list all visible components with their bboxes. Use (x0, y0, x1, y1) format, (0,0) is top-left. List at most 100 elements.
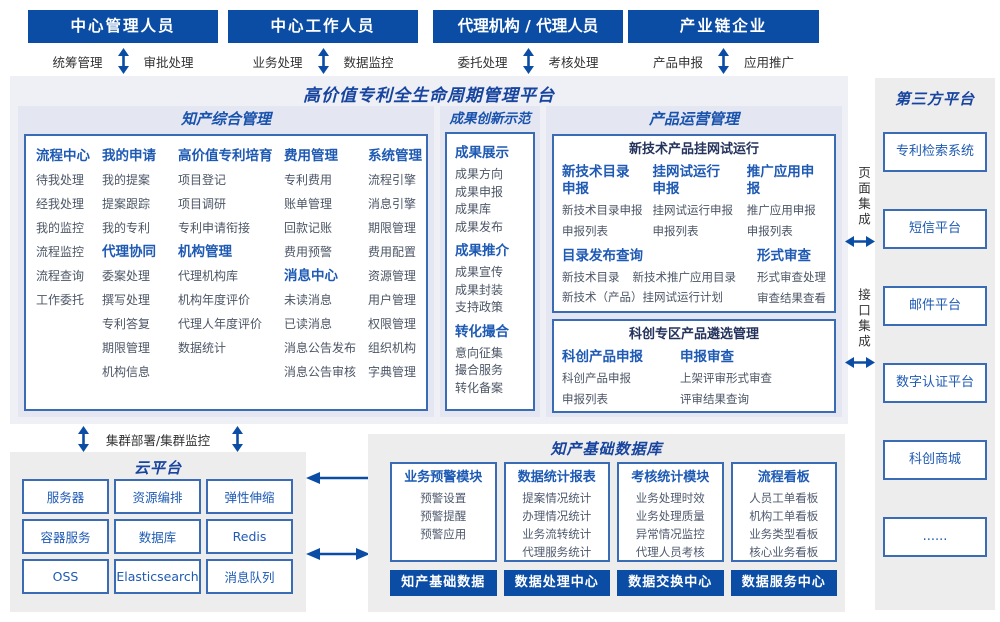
db-module-box: 流程看板 人员工单看板机构工单看板业务类型看板核心业务看板 (730, 462, 837, 562)
menu-item: 我的提案 (102, 173, 151, 187)
third-party-box: 科创商城 (883, 440, 987, 480)
actor-role-label: 考核处理 (548, 54, 599, 70)
menu-item: 形式审查处理 (757, 270, 826, 284)
double-arrow-vertical-icon (317, 48, 329, 74)
actor-card-center-managers: 中心管理人员 统筹管理 审批处理 (28, 10, 218, 76)
trial-run-box: 新技术产品挂网试运行 新技术目录 申报 新技术目录申报申报列表 挂网试运行 申报… (552, 134, 836, 313)
db-module: 业务预警模块 预警设置预警提醒预警应用 知产基础数据 (390, 462, 497, 596)
menu-item: 成果宣传 (455, 265, 504, 279)
panel-product-operation: 产品运营管理 新技术产品挂网试运行 新技术目录 申报 新技术目录申报申报列表 挂… (546, 106, 842, 417)
menu-item: 提案跟踪 (102, 197, 151, 211)
menu-item: 消息公告发布 (284, 341, 357, 355)
menu-item: 科创产品申报 (562, 371, 631, 385)
menu-group: 意向征集撮合服务转化备案 (455, 345, 533, 398)
menu-group-header: 目录发布查询 (562, 248, 643, 264)
panel-title: 知产基础数据库 (550, 440, 663, 458)
menu-column: 高价值专利培育项目登记项目调研专利申请衔接机构管理代理机构库机构年度评价代理人年… (178, 144, 284, 409)
menu-group: 新技术目录申报申报列表 (562, 200, 653, 242)
menu-item: 未读消息 (284, 293, 333, 307)
menu-item: 业务处理质量 (635, 509, 705, 523)
menu-group-header: 高价值专利培育 (178, 148, 273, 164)
platform-title: 高价值专利全生命周期管理平台 (303, 86, 555, 106)
menu-group-header: 形式审查 (757, 248, 811, 264)
actor-role-label: 统筹管理 (52, 54, 103, 70)
menu-item: 账单管理 (284, 197, 333, 211)
menu-item: 机构信息 (102, 365, 151, 379)
third-party-list: 专利检索系统短信平台邮件平台数字认证平台科创商城...... (883, 132, 987, 557)
menu-list: 成果展示 成果方向成果申报成果库成果发布 成果推介 成果宣传成果封装支持政策 转… (445, 132, 535, 411)
double-arrow-vertical-icon (78, 426, 89, 452)
menu-item: 业务类型看板 (749, 527, 819, 541)
menu-item: 申报列表 (652, 224, 699, 238)
db-module-box: 数据统计报表 提案情况统计办理情况统计业务流转统计代理服务统计 (503, 462, 610, 562)
menu-item: 预警提醒 (420, 509, 467, 523)
db-module-box: 考核统计模块 业务处理时效业务处理质量异常情况监控代理人员考核 (617, 462, 724, 562)
menu-item: 消息公告审核 (284, 365, 357, 379)
menu-item: 成果发布 (455, 219, 504, 234)
menu-item: 数据统计 (178, 341, 227, 355)
double-arrow-vertical-icon (232, 426, 243, 452)
actor-role-label: 应用推广 (744, 54, 795, 70)
menu-group-header: 科创产品申报 (562, 349, 643, 365)
cloud-service-box: 资源编排 (114, 479, 201, 514)
menu-item: 代理服务统计 (522, 545, 592, 559)
menu-item: 人员工单看板 (749, 491, 819, 505)
formal-review-block: 形式审查 形式审查处理审查结果查看 (757, 245, 826, 309)
actor-card-agents: 代理机构 / 代理人员 委托处理 考核处理 (433, 10, 623, 76)
third-party-box: ...... (883, 517, 987, 557)
db-module: 流程看板 人员工单看板机构工单看板业务类型看板核心业务看板 数据服务中心 (730, 462, 837, 596)
menu-item: 我的专利 (102, 221, 151, 235)
third-party-panel: 第三方平台 专利检索系统短信平台邮件平台数字认证平台科创商城...... (875, 78, 995, 610)
box-title: 科创专区产品遴选管理 (628, 327, 759, 342)
panel-title: 第三方平台 (894, 90, 975, 108)
cloud-service-box: 弹性伸缩 (206, 479, 293, 514)
menu-item: 成果方向 (455, 167, 504, 181)
menu-item: 支持政策 (455, 300, 504, 314)
arrow-left-icon (306, 472, 370, 484)
menu-group-header: 流程中心 (36, 148, 90, 164)
menu-group-header: 申报审查 (680, 349, 734, 365)
menu-column: 新技术目录 申报 新技术目录申报申报列表 (562, 161, 653, 242)
menu-item: 费用配置 (368, 245, 417, 259)
double-arrow-vertical-icon (117, 48, 129, 74)
db-badge: 知产基础数据 (390, 570, 497, 596)
menu-item: 委案处理 (102, 269, 151, 283)
third-party-box: 邮件平台 (883, 286, 987, 326)
menu-item: 代理人年度评价 (178, 317, 263, 331)
menu-item: 成果库 (455, 202, 492, 216)
menu-group-header: 推广应用申报 (746, 164, 815, 197)
cloud-service-box: Redis (206, 519, 293, 554)
panel-title: 产品运营管理 (648, 110, 739, 128)
menu-item: 核心业务看板 (749, 545, 819, 559)
menu-group-header: 成果推介 (455, 243, 509, 259)
menu-group-header: 转化撮合 (455, 323, 509, 340)
actor-title: 中心管理人员 (28, 10, 218, 43)
cloud-service-box: 数据库 (114, 519, 201, 554)
db-module: 考核统计模块 业务处理时效业务处理质量异常情况监控代理人员考核 数据交换中心 (617, 462, 724, 596)
third-party-box: 数字认证平台 (883, 363, 987, 403)
menu-item: 期限管理 (368, 221, 417, 235)
menu-item: 成果封装 (455, 282, 504, 297)
cloud-service-box: 容器服务 (22, 519, 109, 554)
menu-group: 业务处理时效业务处理质量异常情况监控代理人员考核 (619, 489, 722, 561)
menu-group: 成果方向成果申报成果库成果发布 (455, 166, 533, 236)
double-arrow-horizontal-icon (306, 548, 370, 560)
menu-item: 用户管理 (368, 293, 417, 307)
menu-group: 推广应用申报申报列表 (747, 200, 826, 242)
menu-group-header: 消息中心 (284, 268, 338, 284)
menu-item: 申报列表 (562, 392, 608, 406)
menu-group-header: 流程看板 (757, 470, 810, 485)
box-title: 新技术产品挂网试运行 (628, 142, 759, 157)
menu-group: 提案情况统计办理情况统计业务流转统计代理服务统计 (506, 489, 609, 561)
menu-item: 办理情况统计 (522, 509, 592, 523)
menu-item: 代理机构库 (178, 269, 239, 283)
db-badge: 数据服务中心 (730, 570, 837, 596)
menu-item: 新技术（产品）挂网试运行计划 (562, 290, 723, 304)
menu-group-header: 新技术目录 申报 (562, 164, 630, 197)
panel-achievement-demo: 成果创新示范 成果展示 成果方向成果申报成果库成果发布 成果推介 成果宣传成果封… (440, 106, 540, 417)
menu-item: 已读消息 (284, 317, 333, 331)
platform-container: 高价值专利全生命周期管理平台 知产综合管理 流程中心待我处理经我处理我的监控流程… (10, 76, 848, 424)
db-badge: 数据处理中心 (503, 570, 610, 596)
